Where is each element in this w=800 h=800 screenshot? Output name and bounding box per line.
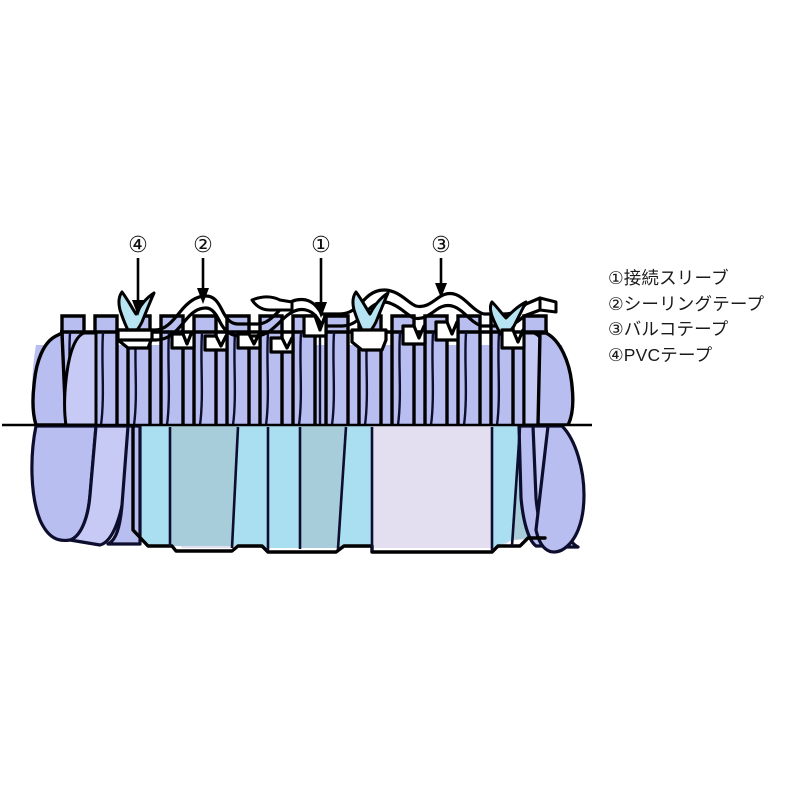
legend-item-1: ①接続スリーブ — [608, 266, 800, 292]
overlap-band-centre — [300, 426, 346, 548]
legend-label-1: 接続スリーブ — [623, 268, 729, 288]
legend-item-4: ④PVCテープ — [608, 343, 800, 369]
callout-markers: ④ ② ① ③ — [128, 232, 451, 257]
tape-band-contour-outer — [116, 294, 324, 332]
tape-wrap-overlay — [116, 288, 558, 354]
tape-tab-right-edge — [538, 296, 558, 314]
tape-band-contour-inner — [118, 306, 324, 342]
legend-label-2: シーリングテープ — [623, 293, 765, 314]
callout-marker-2: ② — [193, 232, 213, 257]
pipe-end-lobe-upper-right-outer — [536, 331, 575, 425]
tape-valley-pockets-right — [302, 314, 526, 350]
callout-marker-1: ① — [311, 232, 331, 257]
tape-valley-pockets-left — [170, 332, 295, 354]
balco-tape-flap — [351, 290, 390, 338]
callout-marker-3: ③ — [431, 232, 451, 257]
lower-section-view — [30, 425, 586, 554]
legend-marker-4: ④ — [608, 344, 624, 365]
legend-marker-2: ② — [608, 293, 624, 314]
tape-band-contour-outer-right — [320, 288, 542, 316]
pipe-end-lobe-upper-left-outer — [31, 331, 68, 425]
tape-band-left — [133, 426, 170, 546]
legend-marker-3: ③ — [608, 319, 624, 339]
callout-leaders — [132, 258, 447, 318]
pvc-tape-flap — [117, 290, 156, 338]
tape-band-centre-right — [338, 426, 372, 548]
pipe-end-lobe-right-outer — [534, 425, 586, 554]
legend-item-2: ②シーリングテープ — [608, 292, 800, 318]
lower-section-outline — [131, 425, 547, 554]
lower-section-dividers — [168, 426, 522, 551]
legend-item-3: ③バルコテープ — [608, 317, 800, 343]
overlap-band-left — [170, 426, 238, 546]
tape-band-mid-left — [232, 426, 268, 546]
legend-label-4: PVCテープ — [623, 344, 713, 365]
callout-marker-4: ④ — [128, 232, 148, 257]
sleeve-body-right — [372, 426, 492, 548]
legend: ①接続スリーブ ②シーリングテープ ③バルコテープ ④PVCテープ — [608, 266, 800, 368]
legend-label-3: バルコテープ — [623, 319, 729, 339]
sealing-tape-end — [250, 295, 294, 312]
upper-pipe-view — [31, 288, 575, 425]
legend-marker-1: ① — [608, 268, 624, 288]
tape-band-centre-left — [260, 426, 300, 548]
balco-tape-valley-fill — [350, 328, 388, 352]
tape-flap-far-right — [489, 300, 528, 340]
